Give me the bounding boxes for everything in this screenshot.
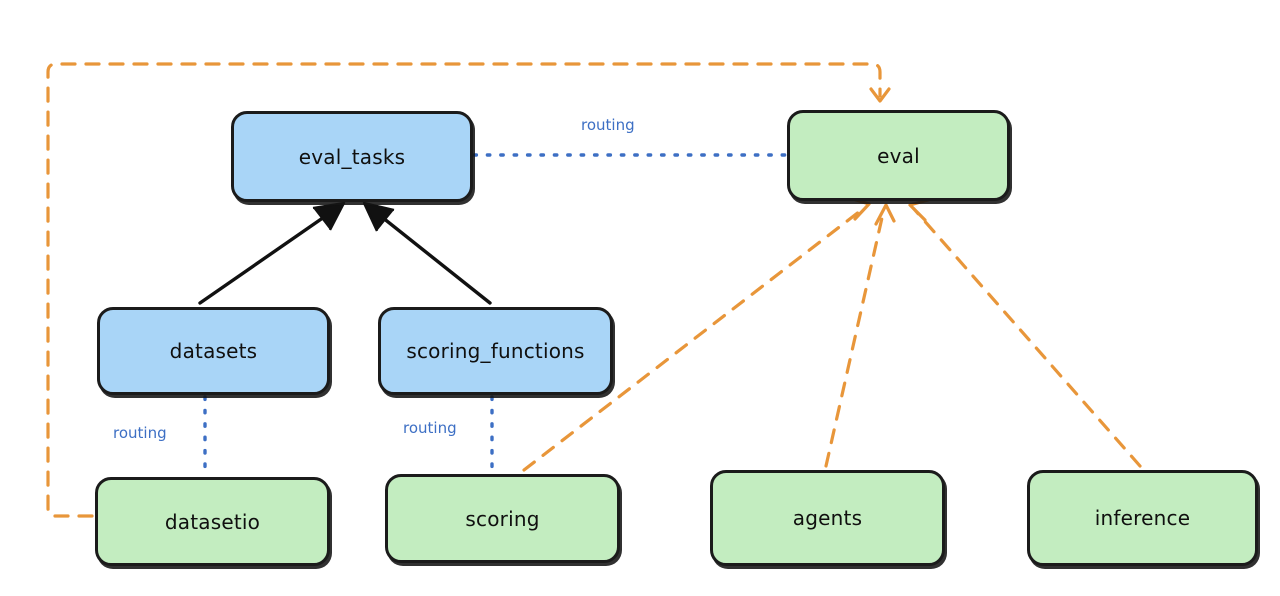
node-label: datasetio <box>164 509 261 534</box>
edge-scoring_functions-to-eval_tasks <box>362 201 492 305</box>
node-label: eval <box>877 143 920 168</box>
node-label: inference <box>1094 506 1191 530</box>
node-label: datasets <box>169 339 258 363</box>
node-scoring[interactable]: scoring <box>385 474 620 563</box>
node-inference[interactable]: inference <box>1027 470 1258 566</box>
edge-datasetio-to-eval <box>46 62 891 518</box>
edge-label-routing-datasets-datasetio: routing <box>110 424 170 442</box>
node-datasets[interactable]: datasets <box>97 307 330 395</box>
node-label: scoring_functions <box>406 339 585 363</box>
edge-datasets-to-eval_tasks <box>198 201 346 305</box>
edge-agents-to-eval <box>824 203 896 468</box>
node-scoring-functions[interactable]: scoring_functions <box>378 307 613 395</box>
node-datasetio[interactable]: datasetio <box>95 477 330 566</box>
edge-label-routing-eval-tasks-eval: routing <box>578 116 638 134</box>
node-eval[interactable]: eval <box>787 110 1010 201</box>
node-agents[interactable]: agents <box>710 470 945 566</box>
edge-label-routing-scoring-functions-scoring: routing <box>400 419 460 437</box>
node-label: scoring <box>465 506 540 531</box>
node-eval-tasks[interactable]: eval_tasks <box>231 111 473 202</box>
edge-inference-to-eval <box>908 198 1142 468</box>
node-label: agents <box>792 506 863 530</box>
node-label: eval_tasks <box>298 144 406 169</box>
